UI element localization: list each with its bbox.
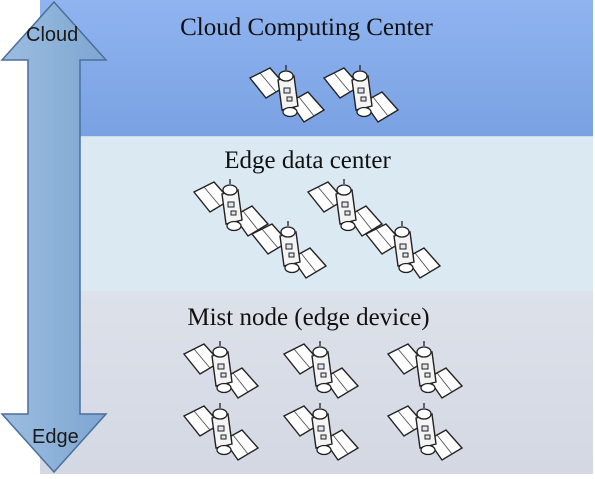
satellite-icon [180, 400, 260, 464]
satellite-icon [280, 338, 360, 402]
satellite-icon [384, 338, 464, 402]
satellite-icon [384, 400, 464, 464]
double-arrow-icon [0, 0, 108, 474]
cloud-edge-arrow: Cloud Edge [0, 0, 108, 474]
cloud-layer-title: Cloud Computing Center [180, 14, 433, 41]
satellite-icon [246, 62, 326, 126]
satellite-icon [280, 400, 360, 464]
satellite-icon [320, 62, 400, 126]
arrow-label-cloud: Cloud [26, 24, 79, 46]
edge-data-center-title: Edge data center [224, 147, 391, 174]
arrow-label-edge: Edge [32, 426, 79, 448]
satellite-icon [180, 338, 260, 402]
mist-layer-title: Mist node (edge device) [187, 304, 430, 331]
satellite-icon [362, 218, 442, 282]
